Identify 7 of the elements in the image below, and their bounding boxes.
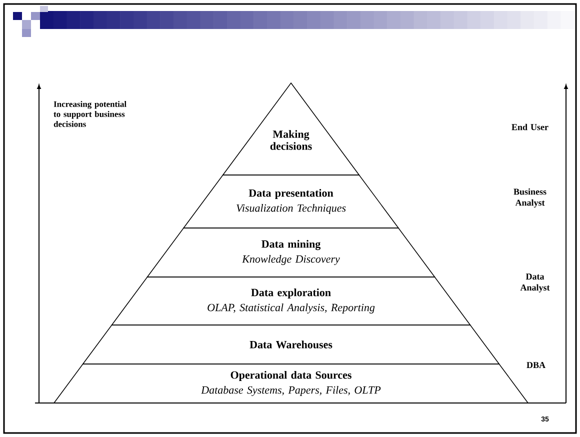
axis-caption: Increasing potential to support business decisions [54,101,126,127]
role-label: End User [512,124,548,130]
role-label: Business Analyst [514,188,546,208]
pyramid-layer: Data exploration OLAP, Statistical Analysis, Reporting [111,276,471,326]
role-label: Data Analyst [520,274,550,292]
pyramid-layer: Data mining Knowledge Discovery [146,228,436,278]
role-label: DBA [526,362,546,368]
